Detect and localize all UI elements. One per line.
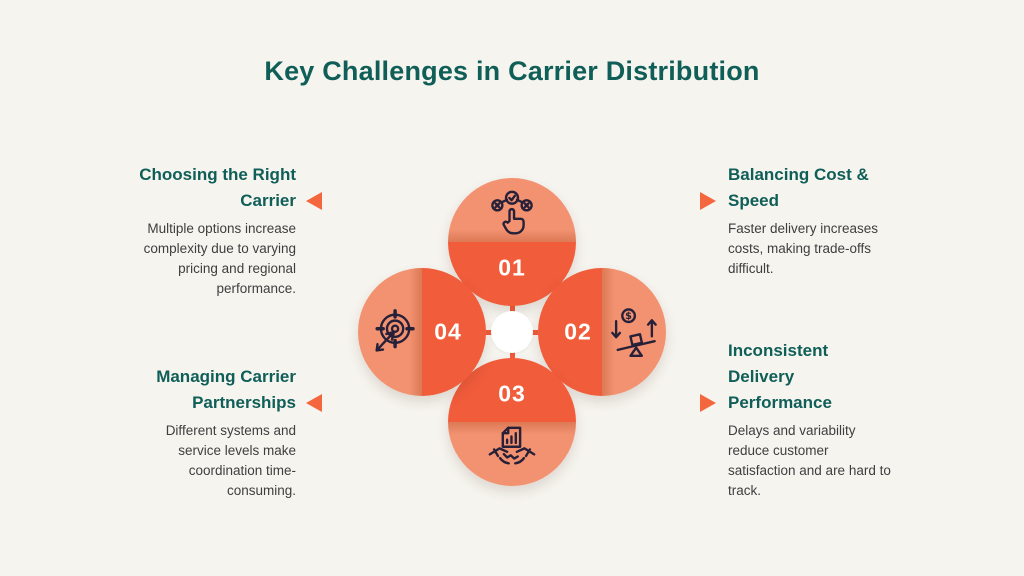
challenge-description: Different systems and service levels mak…: [116, 421, 296, 501]
circle-step-02: $ 02: [538, 268, 666, 396]
handshake-partnership-icon: [488, 426, 536, 465]
pointer-triangle-icon: [700, 192, 716, 210]
description-line: track.: [728, 483, 762, 498]
pointer-triangle-icon: [306, 192, 322, 210]
hand-choosing-icon: [491, 190, 533, 235]
challenge-title: Choosing the Right Carrier: [116, 162, 296, 214]
description-line: coordination time-: [188, 463, 296, 478]
description-line: Delays and variability: [728, 423, 856, 438]
description-line: consuming.: [226, 483, 296, 498]
pointer-triangle-icon: [306, 394, 322, 412]
description-line: performance.: [216, 281, 296, 296]
description-line: Different systems and: [165, 423, 296, 438]
circle-number-half: [422, 268, 486, 396]
target-dart-icon: [375, 309, 415, 352]
step-number: 02: [564, 318, 592, 345]
circle-step-04: 04: [358, 268, 486, 396]
svg-text:$: $: [625, 311, 632, 322]
challenge-title: Inconsistent Delivery Performance: [728, 338, 918, 416]
challenge-block-choosing-carrier: Choosing the Right Carrier Multiple opti…: [116, 162, 322, 299]
title-line: Carrier: [240, 191, 296, 210]
description-line: reduce customer: [728, 443, 829, 458]
description-line: Multiple options increase: [147, 221, 296, 236]
challenges-diagram: 01 $ 02: [358, 178, 666, 486]
center-hub: [491, 311, 533, 353]
description-line: complexity due to varying: [143, 241, 296, 256]
page-title: Key Challenges in Carrier Distribution: [264, 56, 760, 86]
title-line: Managing Carrier: [156, 367, 296, 386]
cost-speed-balance-icon: $: [611, 308, 657, 358]
pointer-triangle-icon: [700, 394, 716, 412]
description-line: service levels make: [178, 443, 296, 458]
challenge-title: Balancing Cost & Speed: [728, 162, 918, 214]
step-number: 01: [498, 254, 526, 281]
title-line: Performance: [728, 393, 832, 412]
challenge-description: Faster delivery increases costs, making …: [728, 219, 918, 279]
title-line: Balancing Cost &: [728, 165, 869, 184]
description-line: satisfaction and are hard to: [728, 463, 891, 478]
circle-icon-half: [448, 422, 576, 486]
title-line: Inconsistent: [728, 341, 829, 360]
title-line: Delivery: [728, 367, 795, 386]
description-line: Faster delivery increases: [728, 221, 879, 236]
description-line: costs, making trade-offs: [728, 241, 872, 256]
challenge-block-balancing-cost-speed: Balancing Cost & Speed Faster delivery i…: [700, 162, 918, 279]
challenge-title: Managing Carrier Partnerships: [116, 364, 296, 416]
description-line: pricing and regional: [178, 261, 296, 276]
step-number: 03: [498, 380, 526, 407]
challenge-description: Delays and variability reduce customer s…: [728, 421, 918, 501]
description-line: difficult.: [728, 261, 774, 276]
challenge-description: Multiple options increase complexity due…: [116, 219, 296, 299]
step-number: 04: [434, 318, 462, 345]
title-line: Partnerships: [192, 393, 296, 412]
challenge-block-managing-partnerships: Managing Carrier Partnerships Different …: [116, 364, 322, 501]
title-line: Choosing the Right: [139, 165, 296, 184]
title-line: Speed: [728, 191, 780, 210]
challenge-block-inconsistent-delivery: Inconsistent Delivery Performance Delays…: [700, 338, 918, 501]
